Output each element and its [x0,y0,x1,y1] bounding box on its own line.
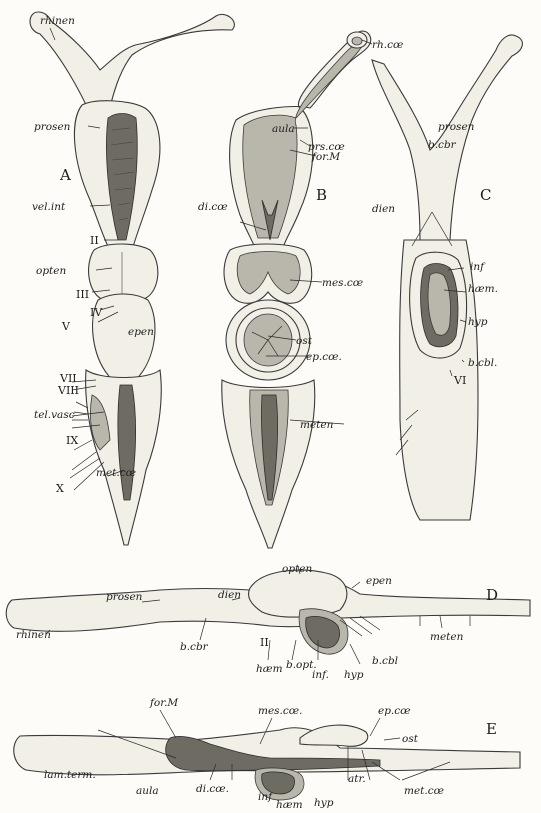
label-b-ep-coe: ep.cœ. [306,351,342,363]
label-a-vel-int: vel.int [32,201,66,213]
label-a-nerve-ii: II [90,234,99,247]
label-a-nerve-viii: VIII [57,384,79,397]
label-c-nerve-vi: VI [453,374,466,387]
label-d-inf: inf. [312,669,329,681]
label-e-mes-coe: mes.cœ. [258,705,303,717]
label-a-met-coe: met.cœ [96,467,136,479]
label-b-meten: meten [300,419,334,431]
label-e-lam-term: lam.term. [44,769,96,781]
label-e-inf: inf [258,791,274,803]
label-c-b-cbr: b.cbr [428,139,457,151]
label-d-dien: dien [218,589,241,601]
label-e-ost: ost [402,733,419,745]
panel-letter-e: E [486,720,497,738]
label-d-epen: epen [366,575,392,587]
label-a-nerve-iv: IV [90,306,103,319]
label-e-aula: aula [136,785,159,797]
panel-letter-a: A [59,166,71,184]
panel-b-drawing [222,31,371,548]
label-b-rh-coe: rh.cœ [372,39,403,51]
label-d-b-cbl: b.cbl [372,655,398,667]
label-a-nerve-iii: III [76,288,89,301]
panel-letter-b: B [316,186,327,204]
label-a-opten: opten [36,265,66,277]
label-e-di-coe: di.cœ. [196,783,229,795]
panel-c-drawing [372,35,522,520]
label-c-haem: hæm. [468,283,498,295]
label-e-for-m: for.M [149,697,178,709]
panel-a-drawing [30,12,234,545]
label-c-hyp: hyp [468,316,488,328]
label-d-meten: meten [430,631,464,643]
label-c-dien: dien [372,203,395,215]
label-a-nerve-x: X [56,482,64,495]
label-e-met-coe: met.cœ [404,785,444,797]
label-d-nerve-ii: II [260,636,269,649]
label-e-haem: hæm [276,799,303,811]
label-d-prosen: prosen [106,591,143,603]
label-c-b-cbl: b.cbl. [468,357,497,369]
label-b-ost: ost [296,335,313,347]
label-e-ep-coe: ep.cœ [378,705,411,717]
label-b-mes-coe: mes.cœ [322,277,363,289]
label-a-rhinen: rhinen [40,15,75,27]
label-a-nerve-ix: IX [66,434,78,447]
label-d-rhinen: rhinen [16,629,51,641]
label-c-prosen: prosen [438,121,475,133]
label-d-opten: opten [282,563,312,575]
panel-letter-d: D [486,586,498,604]
label-e-hyp: hyp [314,797,334,809]
label-d-b-cbr: b.cbr [180,641,209,653]
label-b-di-coe: di.cœ [198,201,228,213]
label-b-for-m: for.M [311,151,340,163]
label-a-epen: epen [128,326,154,338]
label-e-atr: atr. [348,773,366,785]
label-b-aula: aula [272,123,295,135]
label-a-tel-vasc: tel.vasc [34,409,75,421]
panel-e-drawing [14,725,520,800]
panel-letter-c: C [480,186,491,204]
label-d-haem: hæm [256,663,283,675]
label-a-nerve-v: V [61,320,71,333]
label-d-hyp: hyp [344,669,364,681]
label-a-prosen: prosen [34,121,71,133]
label-c-inf: inf [470,261,486,273]
